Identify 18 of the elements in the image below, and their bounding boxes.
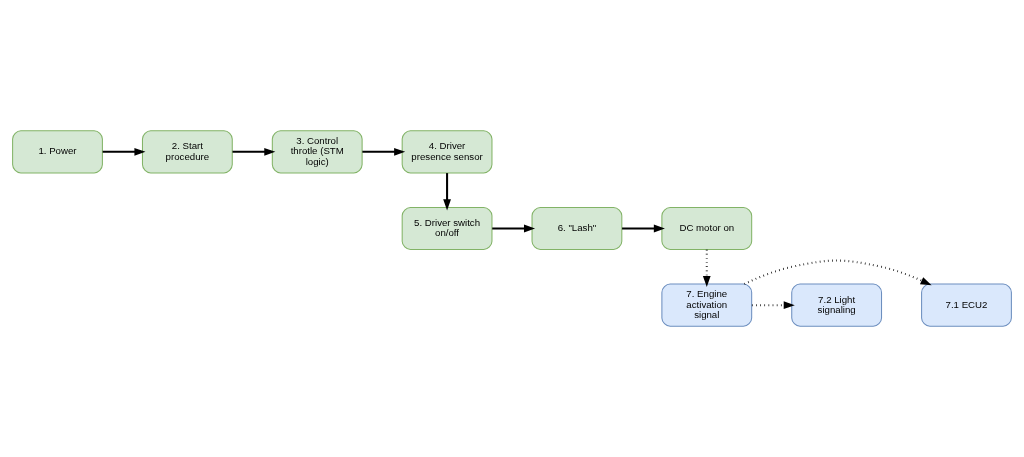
node-box: 7.1 ECU2 xyxy=(921,283,1012,327)
arrow xyxy=(744,259,932,286)
arrow xyxy=(232,147,276,156)
node-box: 7. Engine activation signal xyxy=(661,283,753,327)
arrow xyxy=(443,173,451,211)
node-box: 5. Driver switch on/off xyxy=(401,206,493,251)
arrow xyxy=(492,224,536,233)
node-box: 4. Driver presence sensor xyxy=(401,130,493,174)
arrow xyxy=(362,147,406,156)
node-box: DC motor on xyxy=(661,206,753,251)
node-box: 7.2 Light signaling xyxy=(791,283,883,327)
arrow xyxy=(102,147,146,156)
arrow xyxy=(751,301,795,310)
node-box: 6. "Lash" xyxy=(531,206,623,251)
node-box: 2. Start procedure xyxy=(141,130,233,174)
node-box: 1. Power xyxy=(12,130,103,174)
node-box: 3. Control throtle (STM logic) xyxy=(271,130,363,174)
arrow xyxy=(622,224,665,233)
